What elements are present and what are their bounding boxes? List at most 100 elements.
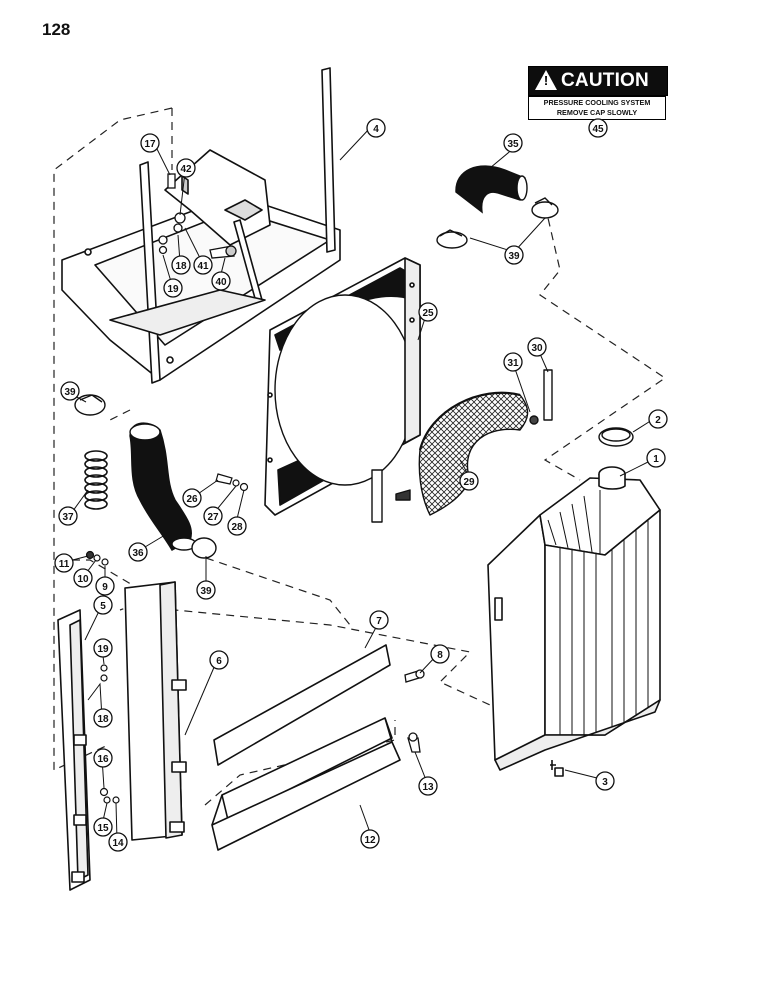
upper-hose-assembly xyxy=(436,165,559,249)
callout-17: 17 xyxy=(140,133,160,153)
radiator-fins xyxy=(559,520,649,735)
shroud-bolt xyxy=(215,473,249,492)
washer-14 xyxy=(112,796,120,804)
svg-text:25: 25 xyxy=(422,308,434,319)
svg-text:11: 11 xyxy=(59,559,70,570)
washer-15 xyxy=(103,796,111,804)
callout-8: 8 xyxy=(430,644,450,664)
svg-text:30: 30 xyxy=(531,343,543,354)
radiator xyxy=(487,466,661,777)
nut-16 xyxy=(99,787,109,797)
shroud-fan-opening xyxy=(274,294,416,486)
panel-12 xyxy=(221,717,393,821)
panel-bolts xyxy=(404,669,425,753)
washer-10 xyxy=(93,554,101,562)
exclamation-icon: ! xyxy=(543,73,549,88)
svg-text:19: 19 xyxy=(97,644,109,655)
callout-45: 45 xyxy=(588,118,608,138)
svg-text:6: 6 xyxy=(216,656,222,667)
guard-bracket-right xyxy=(543,369,553,421)
guard-bracket-left xyxy=(371,469,383,523)
svg-text:39: 39 xyxy=(200,586,212,597)
callout-19-lower: 19 xyxy=(93,638,113,658)
svg-text:28: 28 xyxy=(231,522,243,533)
callout-7: 7 xyxy=(369,610,389,630)
callout-6: 6 xyxy=(209,650,229,670)
washer-18-lower xyxy=(100,674,108,682)
bracket-lower-rail xyxy=(109,289,266,336)
callout-16: 16 xyxy=(93,748,113,768)
callout-26: 26 xyxy=(182,488,202,508)
callout-42: 42 xyxy=(176,158,196,178)
radiator-side-slot xyxy=(494,597,503,621)
fan-guard-edge xyxy=(418,391,521,451)
callout-9: 9 xyxy=(95,576,115,596)
svg-text:1: 1 xyxy=(653,454,659,465)
callout-10: 10 xyxy=(73,568,93,588)
guide-line-brace xyxy=(204,720,396,806)
callout-18-upper: 18 xyxy=(171,255,191,275)
support-bracket xyxy=(61,67,341,384)
svg-text:29: 29 xyxy=(463,477,475,488)
svg-text:41: 41 xyxy=(197,261,209,272)
callout-28: 28 xyxy=(227,516,247,536)
callout-4: 4 xyxy=(366,118,386,138)
side-plate-tab-mid xyxy=(73,814,87,826)
guide-line-lower-hose xyxy=(205,557,351,626)
bracket-hardware xyxy=(158,173,237,259)
callout-36: 36 xyxy=(128,542,148,562)
svg-text:2: 2 xyxy=(655,415,661,426)
callout-3: 3 xyxy=(595,771,615,791)
svg-text:17: 17 xyxy=(144,139,156,150)
caution-heading: CAUTION xyxy=(561,70,649,91)
svg-text:19: 19 xyxy=(167,284,179,295)
washer-9 xyxy=(101,558,109,566)
callout-37: 37 xyxy=(58,506,78,526)
svg-text:8: 8 xyxy=(437,650,443,661)
radiator-top-ribs xyxy=(547,490,601,554)
svg-text:10: 10 xyxy=(77,574,89,585)
guide-line-clamp-upper xyxy=(539,204,667,481)
nut-19 xyxy=(158,245,168,255)
svg-text:26: 26 xyxy=(186,494,198,505)
left-side-plate xyxy=(57,609,91,891)
fan-guard-screen xyxy=(418,392,529,516)
shroud-flange xyxy=(404,257,421,444)
warning-triangle-icon xyxy=(535,70,557,90)
lower-hose xyxy=(129,422,192,551)
upper-clamp-right xyxy=(531,201,559,219)
callout-15: 15 xyxy=(93,817,113,837)
radiator-cap xyxy=(598,427,634,447)
svg-text:3: 3 xyxy=(602,777,608,788)
hose-spring xyxy=(84,450,108,510)
svg-text:37: 37 xyxy=(62,512,74,523)
bracket-right-post xyxy=(321,67,336,253)
fan-guard xyxy=(371,369,553,523)
caution-line-2: REMOVE CAP SLOWLY xyxy=(556,108,638,117)
callout-5: 5 xyxy=(93,595,113,615)
plate-6-tab-mid xyxy=(171,761,187,773)
svg-text:45: 45 xyxy=(592,124,604,135)
washer-27 xyxy=(232,479,240,487)
svg-text:16: 16 xyxy=(97,754,109,765)
callout-39-left: 39 xyxy=(60,381,80,401)
callout-1: 1 xyxy=(646,448,666,468)
drain-cock-3 xyxy=(554,767,564,777)
svg-text:42: 42 xyxy=(180,164,192,175)
upper-hose-end xyxy=(516,175,528,201)
callout-40: 40 xyxy=(211,271,231,291)
upper-hose xyxy=(455,165,526,214)
svg-text:39: 39 xyxy=(64,387,76,398)
callout-25: 25 xyxy=(418,302,438,322)
left-hardware xyxy=(85,550,120,804)
callout-12: 12 xyxy=(360,829,380,849)
upper-clamp-left xyxy=(436,231,468,249)
svg-text:31: 31 xyxy=(507,358,519,369)
callout-11: 11 xyxy=(54,553,74,573)
caution-banner: ! CAUTION xyxy=(528,66,668,96)
lower-panels xyxy=(211,644,401,851)
washer-42 xyxy=(173,223,183,233)
svg-text:12: 12 xyxy=(364,835,376,846)
callout-41: 41 xyxy=(193,255,213,275)
